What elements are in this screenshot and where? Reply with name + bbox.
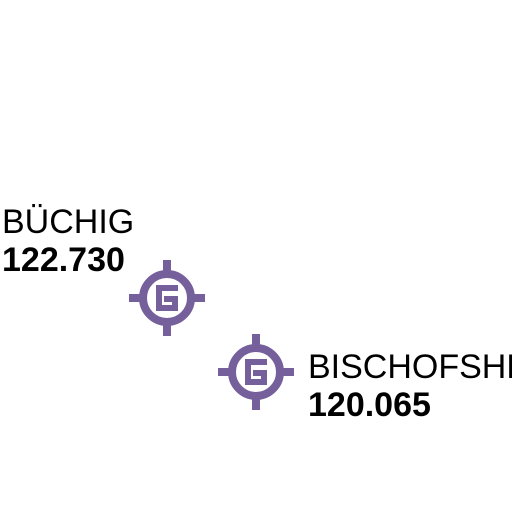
- station-value: 120.065: [308, 386, 431, 424]
- station-name: BÜCHIG: [2, 203, 135, 241]
- station-value: 122.730: [2, 241, 125, 279]
- station-label-bischofsheim[interactable]: BISCHOFSHEIM 120.065: [308, 350, 512, 422]
- target-g-icon[interactable]: [127, 258, 207, 338]
- target-g-icon[interactable]: [216, 332, 296, 412]
- station-name: BISCHOFSHEIM: [308, 348, 512, 386]
- station-label-buechig[interactable]: BÜCHIG 122.730: [2, 205, 134, 277]
